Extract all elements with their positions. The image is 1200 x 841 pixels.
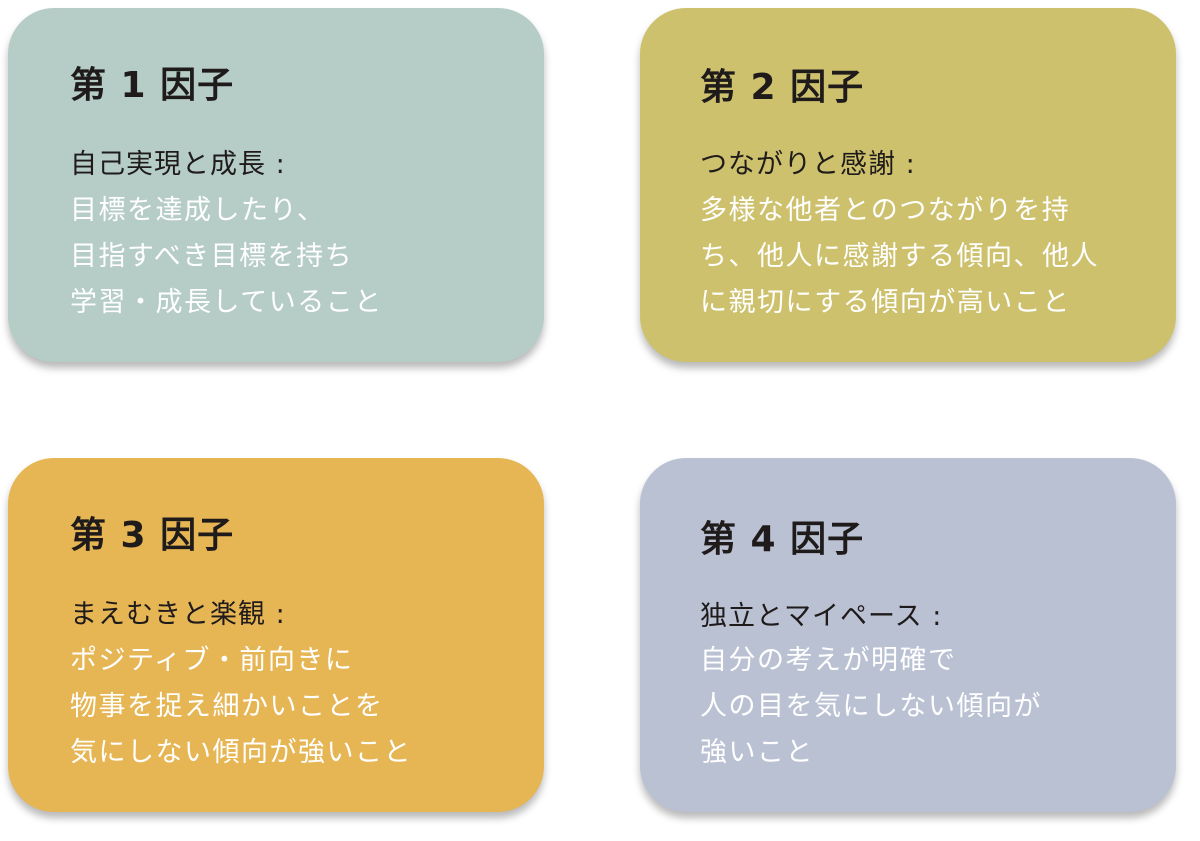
factor-card-1: 第 1 因子 自己実現と成長 : 目標を達成したり、 目指すべき目標を持ち 学習… bbox=[8, 8, 544, 362]
description-line: 自分の考えが明確で bbox=[700, 645, 957, 676]
card-heading: 独立とマイペース : bbox=[700, 601, 943, 632]
factor-card-4: 第 4 因子 独立とマイペース : 自分の考えが明確で 人の目を気にしない傾向が… bbox=[640, 458, 1176, 812]
description-line: ち、他人に感謝する傾向、他人 bbox=[700, 241, 1099, 272]
card-title: 第 3 因子 bbox=[70, 515, 235, 556]
card-description: ポジティブ・前向きに 物事を捉え細かいことを 気にしない傾向が強いこと bbox=[70, 638, 412, 776]
description-line: 気にしない傾向が強いこと bbox=[70, 737, 412, 768]
card-heading: 自己実現と成長 : bbox=[70, 149, 286, 180]
factor-card-3: 第 3 因子 まえむきと楽観 : ポジティブ・前向きに 物事を捉え細かいことを … bbox=[8, 458, 544, 812]
card-heading: つながりと感謝 : bbox=[700, 149, 916, 180]
card-title: 第 2 因子 bbox=[700, 67, 865, 108]
description-line: ポジティブ・前向きに bbox=[70, 645, 354, 676]
description-line: 多様な他者とのつながりを持 bbox=[700, 195, 1071, 226]
card-title: 第 4 因子 bbox=[700, 519, 865, 560]
description-line: 強いこと bbox=[700, 737, 814, 768]
card-description: 目標を達成したり、 目指すべき目標を持ち 学習・成長していること bbox=[70, 188, 383, 326]
card-description: 多様な他者とのつながりを持 ち、他人に感謝する傾向、他人 に親切にする傾向が高い… bbox=[700, 188, 1099, 326]
description-line: 目標を達成したり、 bbox=[70, 195, 326, 226]
card-title: 第 1 因子 bbox=[70, 65, 235, 106]
description-line: に親切にする傾向が高いこと bbox=[700, 287, 1071, 318]
card-description: 自分の考えが明確で 人の目を気にしない傾向が 強いこと bbox=[700, 638, 1042, 776]
description-line: 物事を捉え細かいことを bbox=[70, 691, 384, 722]
description-line: 学習・成長していること bbox=[70, 287, 383, 318]
card-heading: まえむきと楽観 : bbox=[70, 599, 286, 630]
description-line: 人の目を気にしない傾向が bbox=[700, 691, 1042, 722]
factor-card-2: 第 2 因子 つながりと感謝 : 多様な他者とのつながりを持 ち、他人に感謝する… bbox=[640, 8, 1176, 362]
description-line: 目指すべき目標を持ち bbox=[70, 241, 354, 272]
